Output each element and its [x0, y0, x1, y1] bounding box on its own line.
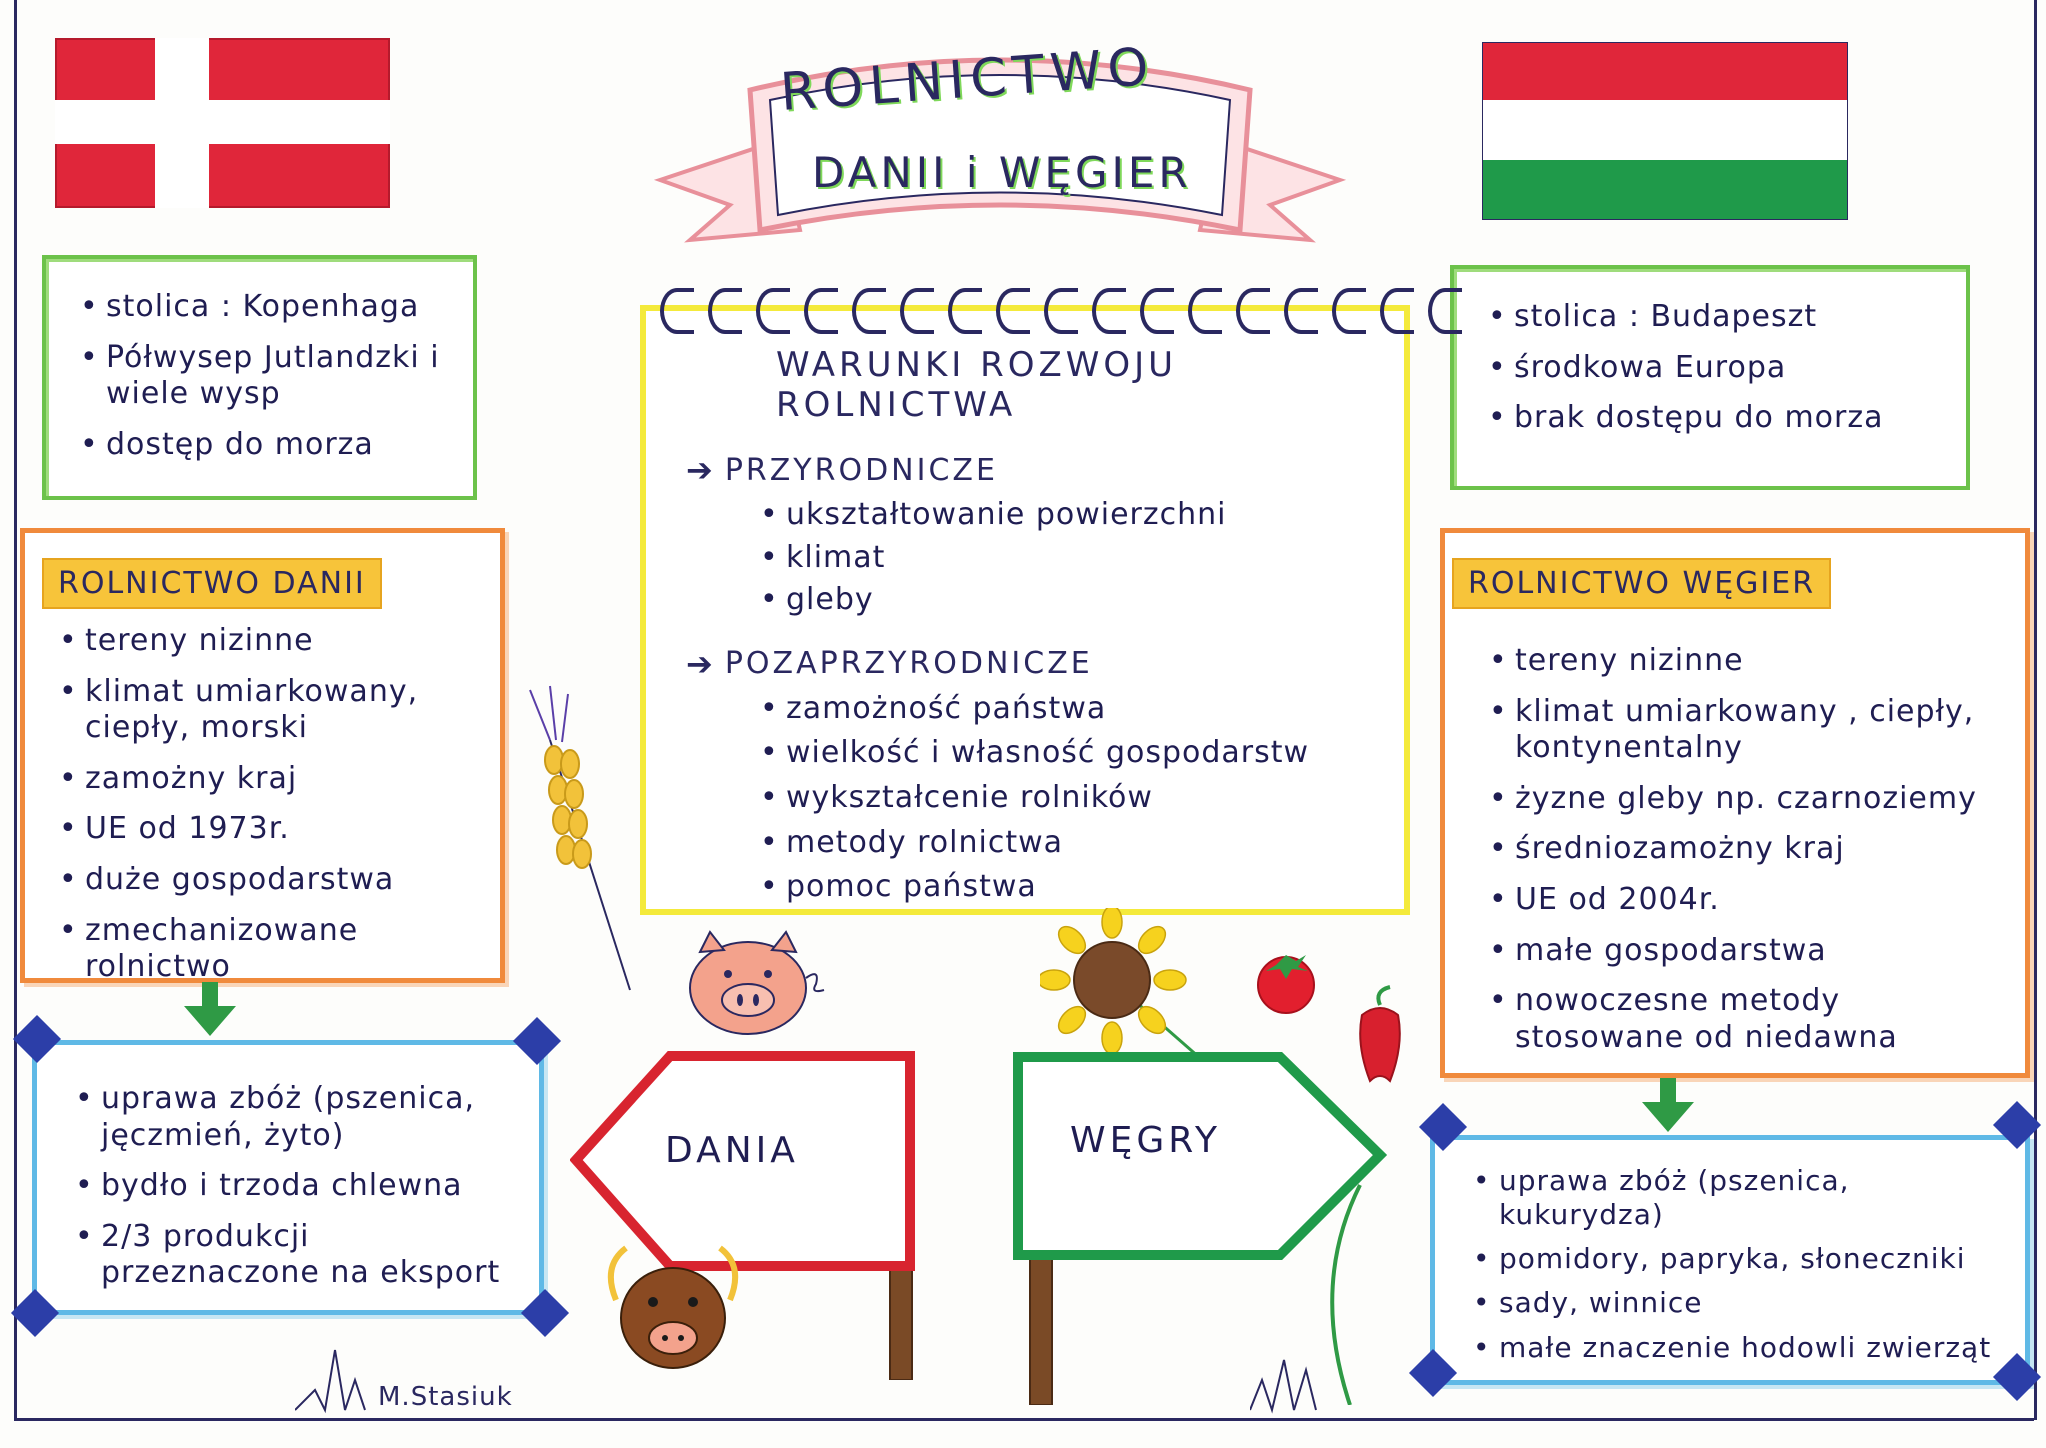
denmark-production-box: uprawa zbóż (pszenica, jęczmień, żyto) b… [32, 1040, 544, 1315]
hungary-agri-item: średniozamożny kraj [1485, 831, 2009, 868]
wheat-icon [529, 685, 631, 991]
hungary-production-item: sady, winnice [1469, 1286, 2011, 1320]
hungary-production-item: małe znaczenie hodowli zwierząt [1469, 1331, 2011, 1365]
nonnatural-condition-item: pomoc państwa [756, 869, 1374, 906]
natural-conditions-heading: PRZYRODNICZE [724, 452, 998, 488]
hungary-agri-item: UE od 2004r. [1485, 882, 2009, 919]
frame-left [14, 0, 17, 1420]
notebook-spiral [660, 288, 1476, 338]
denmark-agri-item: tereny nizinne [55, 623, 484, 660]
wegry-sign-label: WĘGRY [1070, 1120, 1221, 1161]
denmark-production-item: bydło i trzoda chlewna [71, 1168, 523, 1205]
nonnatural-conditions-heading: POZAPRZYRODNICZE [724, 646, 1093, 682]
arrow-down-icon [1642, 1078, 1694, 1132]
denmark-production-item: 2/3 produkcji przeznaczone na eksport [71, 1219, 523, 1292]
hungary-agri-item: tereny nizinne [1485, 643, 2009, 680]
natural-condition-item: klimat [756, 540, 1374, 577]
tomato-icon [1257, 955, 1315, 1014]
denmark-info-box: stolica : Kopenhaga Półwysep Jutlandzki … [42, 255, 477, 500]
conditions-title: WARUNKI ROZWOJU ROLNICTWA [776, 345, 1178, 425]
denmark-agri-item: klimat umiarkowany, ciepły, morski [55, 674, 484, 747]
hungary-production-item: uprawa zbóż (pszenica, kukurydza) [1469, 1164, 2011, 1232]
arrow-right-icon: ➔ [686, 451, 713, 489]
hungary-production-item: pomidory, papryka, słoneczniki [1469, 1242, 2011, 1276]
hungary-info-item: stolica : Budapeszt [1484, 299, 1946, 336]
pig-icon [689, 930, 825, 1035]
hungary-agri-item: klimat umiarkowany , ciepły, kontynental… [1485, 694, 2009, 767]
hungary-agri-item: żyzne gleby np. czarnoziemy [1485, 781, 2009, 818]
denmark-info-item: Półwysep Jutlandzki i wiele wysp [76, 340, 453, 413]
conditions-notebook: WARUNKI ROZWOJU ROLNICTWA ➔ PRZYRODNICZE… [640, 305, 1410, 915]
denmark-agri-item: zmechanizowane rolnictwo [55, 913, 484, 986]
sunflower-icon [1040, 908, 1201, 1058]
grass-doodle [295, 1349, 366, 1414]
hungary-info-item: brak dostępu do morza [1484, 400, 1946, 437]
denmark-agri-title: ROLNICTWO DANII [42, 558, 382, 609]
nonnatural-condition-item: metody rolnictwa [756, 825, 1374, 862]
grass-doodle [1250, 1359, 1317, 1414]
bull-icon [607, 1245, 739, 1369]
hungary-production-box: uprawa zbóż (pszenica, kukurydza) pomido… [1430, 1135, 2030, 1385]
hungary-agri-item: małe gospodarstwa [1485, 933, 2009, 970]
natural-condition-item: gleby [756, 582, 1374, 619]
dania-signpost [570, 1051, 915, 1380]
hungary-flag [1482, 42, 1848, 220]
natural-condition-item: ukształtowanie powierzchni [756, 497, 1374, 534]
frame-bottom [14, 1418, 2034, 1421]
nonnatural-condition-item: wielkość i własność gospodarstw [756, 735, 1374, 772]
arrow-down-icon [184, 982, 236, 1036]
wegry-signpost [1013, 1052, 1388, 1405]
hungary-info-item: środkowa Europa [1484, 350, 1946, 387]
denmark-info-item: dostęp do morza [76, 427, 453, 464]
denmark-production-item: uprawa zbóż (pszenica, jęczmień, żyto) [71, 1081, 523, 1154]
arrow-right-icon: ➔ [686, 644, 713, 683]
author-signature: M.Stasiuk [378, 1382, 513, 1412]
frame-right [2034, 0, 2037, 1420]
title-banner [653, 57, 1347, 243]
denmark-agri-item: zamożny kraj [55, 761, 484, 798]
hungary-agri-box: tereny nizinne klimat umiarkowany , ciep… [1440, 528, 2030, 1078]
dania-sign-label: DANIA [665, 1130, 799, 1171]
denmark-agri-item: UE od 1973r. [55, 811, 484, 848]
denmark-flag [55, 38, 390, 208]
hungary-info-box: stolica : Budapeszt środkowa Europa brak… [1450, 265, 1970, 490]
denmark-info-item: stolica : Kopenhaga [76, 289, 453, 326]
nonnatural-condition-item: wykształcenie rolników [756, 780, 1374, 817]
hungary-agri-title: ROLNICTWO WĘGIER [1452, 558, 1832, 609]
pepper-icon [1359, 985, 1401, 1083]
nonnatural-condition-item: zamożność państwa [756, 691, 1374, 728]
denmark-agri-item: duże gospodarstwa [55, 862, 484, 899]
hungary-agri-item: nowoczesne metody stosowane od niedawna [1485, 983, 2009, 1056]
title-line-2: DANII i WĘGIER [812, 148, 1192, 197]
